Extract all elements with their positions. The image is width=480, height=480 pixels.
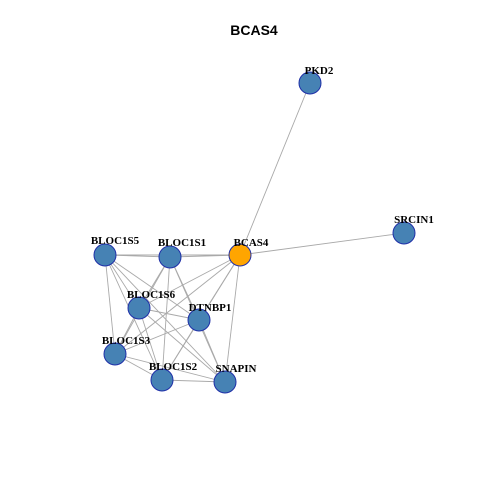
node-pkd2[interactable] bbox=[298, 71, 322, 95]
edge-bloc1s5-dtnbp1 bbox=[104, 254, 200, 321]
node-srcin1[interactable] bbox=[392, 221, 416, 245]
node-bloc1s5[interactable] bbox=[93, 243, 117, 267]
edge-bloc1s3-snapin bbox=[114, 353, 226, 383]
node-label-bloc1s1: BLOC1S1 bbox=[158, 237, 206, 249]
node-label-pkd2: PKD2 bbox=[305, 65, 334, 77]
edge-bloc1s1-bloc1s2 bbox=[161, 256, 171, 381]
node-snapin[interactable] bbox=[213, 370, 237, 394]
edge-dtnbp1-bloc1s2 bbox=[161, 319, 200, 381]
node-bloc1s3[interactable] bbox=[103, 342, 127, 366]
edge-bloc1s5-bloc1s3 bbox=[104, 254, 116, 355]
node-bloc1s6[interactable] bbox=[127, 296, 151, 320]
node-label-snapin: SNAPIN bbox=[216, 363, 257, 375]
node-bcas4[interactable] bbox=[228, 243, 252, 267]
edge-bcas4-bloc1s3 bbox=[114, 254, 241, 355]
edge-dtnbp1-bloc1s3 bbox=[114, 319, 200, 355]
node-dtnbp1[interactable] bbox=[187, 308, 211, 332]
node-label-srcin1: SRCIN1 bbox=[394, 214, 434, 226]
node-bloc1s2[interactable] bbox=[150, 368, 174, 392]
node-label-dtnbp1: DTNBP1 bbox=[189, 302, 232, 314]
node-label-bloc1s3: BLOC1S3 bbox=[102, 335, 151, 347]
edge-bcas4-bloc1s6 bbox=[138, 254, 241, 309]
node-label-bcas4: BCAS4 bbox=[234, 237, 269, 249]
nodes-layer bbox=[93, 71, 416, 394]
edge-bcas4-pkd2 bbox=[239, 82, 311, 256]
node-label-bloc1s2: BLOC1S2 bbox=[149, 361, 198, 373]
edge-bloc1s5-snapin bbox=[104, 254, 226, 383]
edge-bloc1s6-snapin bbox=[138, 307, 226, 383]
graph-title: BCAS4 bbox=[230, 22, 278, 38]
edge-bcas4-snapin bbox=[224, 254, 241, 383]
node-label-bloc1s6: BLOC1S6 bbox=[127, 289, 176, 301]
edge-bcas4-srcin1 bbox=[239, 232, 405, 256]
node-label-bloc1s5: BLOC1S5 bbox=[91, 235, 140, 247]
node-bloc1s1[interactable] bbox=[158, 245, 182, 269]
edge-bloc1s6-bloc1s2 bbox=[138, 307, 163, 381]
